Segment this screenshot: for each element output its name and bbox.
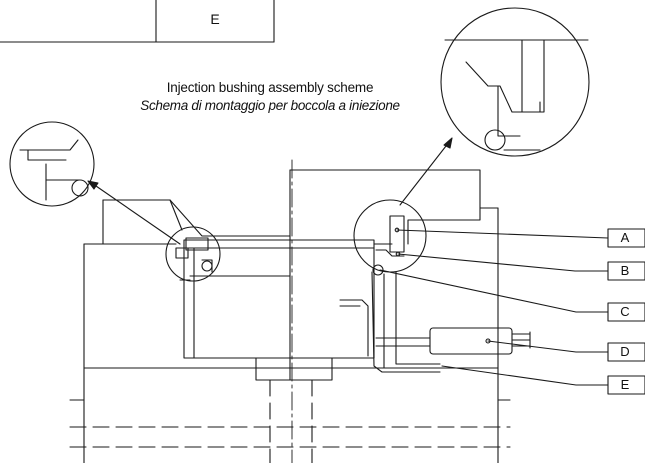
callout-c: C bbox=[620, 304, 630, 319]
hidden-lines bbox=[69, 379, 511, 463]
callout-a: A bbox=[620, 230, 630, 245]
leader-lines bbox=[379, 229, 609, 386]
callout-b: B bbox=[620, 263, 630, 278]
conduit bbox=[339, 299, 431, 357]
right-bushing bbox=[371, 215, 441, 373]
title-english: Injection bushing assembly scheme bbox=[166, 80, 374, 95]
table-fragment bbox=[0, 0, 275, 43]
callout-boxes bbox=[607, 228, 645, 395]
table-cell-label: E bbox=[210, 11, 220, 27]
connector-d bbox=[429, 327, 531, 355]
mould-block bbox=[179, 239, 393, 381]
enlarged-detail-right bbox=[440, 7, 590, 157]
diagram-titles: Injection bushing assembly scheme Schema… bbox=[120, 79, 420, 115]
detail-circle-left bbox=[165, 226, 221, 282]
left-bushing bbox=[175, 237, 213, 273]
detail-arrows bbox=[87, 137, 453, 245]
callout-d: D bbox=[620, 344, 630, 359]
title-italian: Schema di montaggio per boccola a iniezi… bbox=[140, 98, 400, 113]
callout-e: E bbox=[620, 377, 630, 392]
right-fixed-plate bbox=[289, 169, 481, 381]
left-clamp-plate bbox=[83, 199, 291, 245]
enlarged-detail-left bbox=[9, 121, 95, 207]
